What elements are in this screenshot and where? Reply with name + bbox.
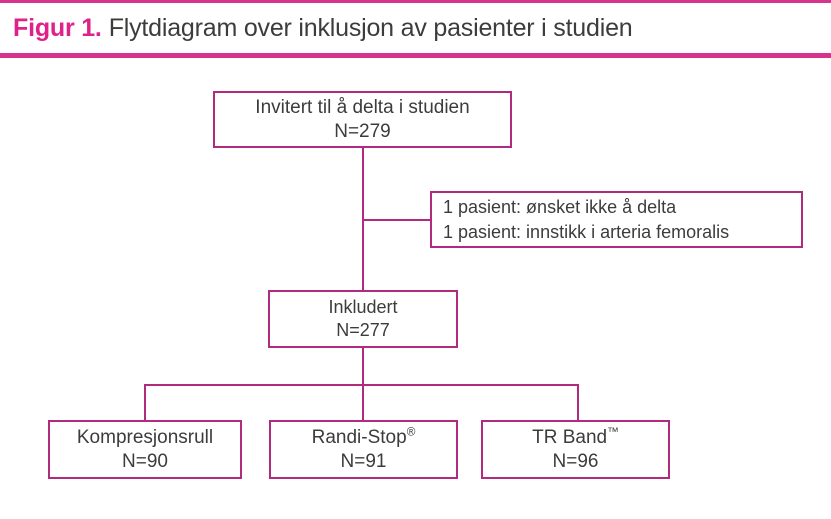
node-arm-randi-stop: Randi-Stop® N=91 xyxy=(269,420,458,479)
arm-2-name: Randi-Stop® xyxy=(311,425,416,448)
connector-drop-arm-1 xyxy=(144,384,146,420)
node-invited: Invitert til å delta i studien N=279 xyxy=(213,91,512,148)
arm-1-name: Kompresjonsrull xyxy=(76,426,214,448)
exclusion-reason-1: 1 pasient: ønsket ikke å delta xyxy=(443,196,677,217)
connector-included-to-split xyxy=(362,348,364,385)
arm-1-count: N=90 xyxy=(122,450,168,472)
node-included-count: N=277 xyxy=(336,320,390,340)
node-arm-kompresjonsrull: Kompresjonsrull N=90 xyxy=(48,420,242,479)
header-rule-top xyxy=(0,0,831,3)
figure-number-label: Figur 1. xyxy=(13,14,102,42)
figure-title-text: Flytdiagram over inklusjon av pasienter … xyxy=(108,14,633,42)
node-invited-count: N=279 xyxy=(334,120,391,142)
connector-drop-arm-3 xyxy=(577,384,579,420)
node-arm-tr-band: TR Band™ N=96 xyxy=(481,420,670,479)
arm-2-trademark-mark: ® xyxy=(406,425,416,439)
connector-split-bar xyxy=(144,384,579,386)
arm-3-name: TR Band™ xyxy=(532,425,619,448)
node-included-label: Inkludert xyxy=(328,297,398,317)
arm-2-count: N=91 xyxy=(340,450,387,472)
header-rule-bottom xyxy=(0,53,831,58)
arm-3-count: N=96 xyxy=(552,450,599,472)
figure-header: Figur 1.Flytdiagram over inklusjon av pa… xyxy=(0,0,831,58)
flowchart-diagram: Invitert til å delta i studien N=279 1 p… xyxy=(0,58,831,519)
connector-branch-to-exclusions xyxy=(362,219,431,221)
exclusion-reason-2: 1 pasient: innstikk i arteria femoralis xyxy=(443,221,730,242)
connector-drop-arm-2 xyxy=(362,384,364,420)
node-included: Inkludert N=277 xyxy=(268,290,458,348)
node-invited-label: Invitert til å delta i studien xyxy=(255,96,470,118)
figure-caption: Figur 1.Flytdiagram over inklusjon av pa… xyxy=(13,9,633,51)
node-exclusions: 1 pasient: ønsket ikke å delta 1 pasient… xyxy=(430,191,803,248)
arm-3-trademark-mark: ™ xyxy=(607,425,619,439)
